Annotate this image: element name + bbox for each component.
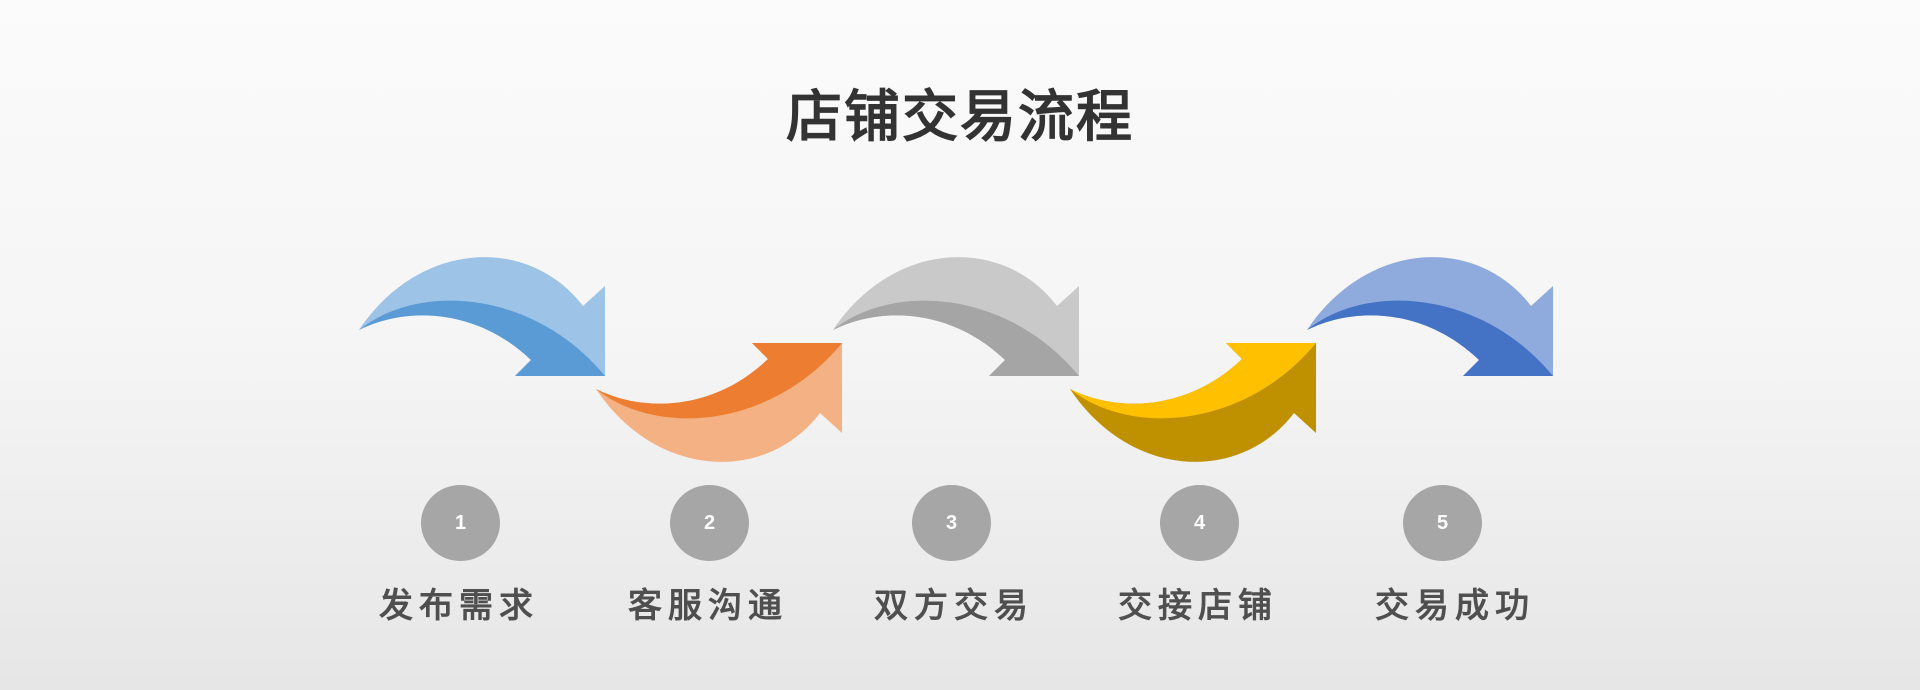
arrow-down-step-1 <box>359 257 605 376</box>
arrow-down-step-5 <box>1307 257 1553 376</box>
arrow-inner-band <box>1307 300 1553 376</box>
step-label: 双方交易 <box>874 586 1034 626</box>
step-number-badge: 1 <box>421 485 500 561</box>
arrow-up-step-2 <box>596 343 842 462</box>
step-label: 交易成功 <box>1375 586 1535 626</box>
step-label: 客服沟通 <box>628 586 788 626</box>
step-number-badge: 4 <box>1160 485 1239 561</box>
arrow-up-step-4 <box>1070 343 1316 462</box>
step-number-badge: 2 <box>670 485 749 561</box>
arrow-inner-band <box>1070 343 1316 419</box>
arrow-inner-band <box>833 300 1079 376</box>
page-title: 店铺交易流程 <box>786 85 1134 150</box>
arrow-down-step-3 <box>833 257 1079 376</box>
step-number-badge: 5 <box>1403 485 1482 561</box>
step-label: 发布需求 <box>379 586 539 626</box>
arrow-inner-band <box>359 300 605 376</box>
step-number-badge: 3 <box>912 485 991 561</box>
arrow-inner-band <box>596 343 842 419</box>
step-label: 交接店铺 <box>1118 586 1278 626</box>
